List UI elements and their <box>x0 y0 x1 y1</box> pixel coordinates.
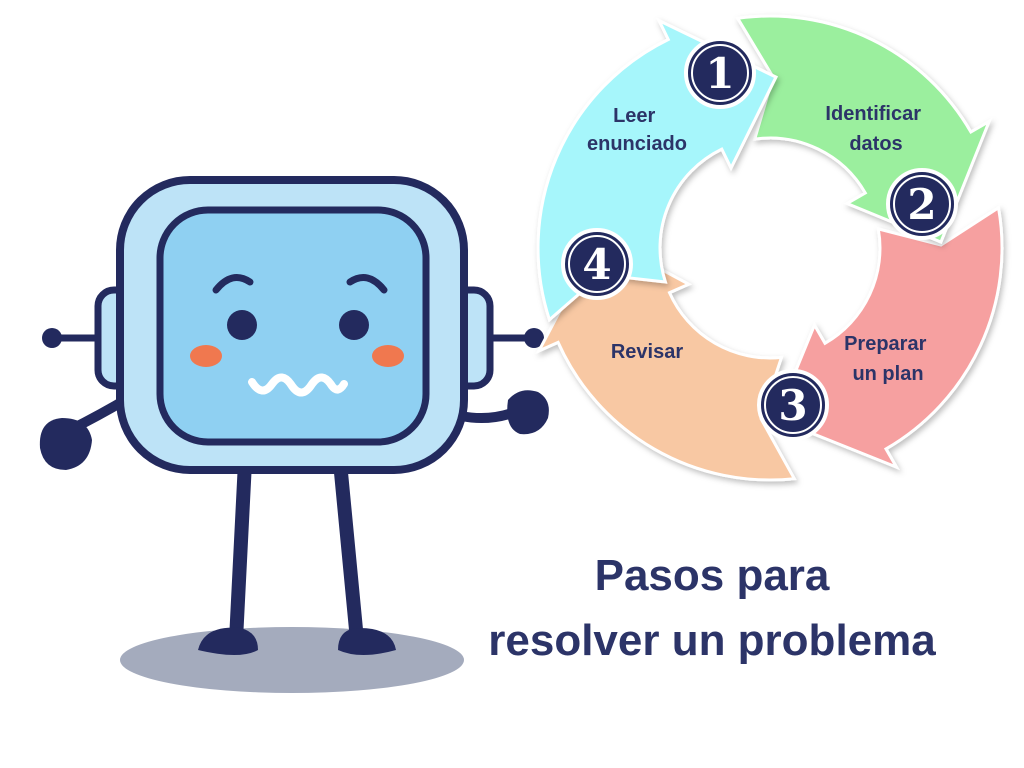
mascot-right-cheek <box>372 345 404 367</box>
step-4-label-line1: Revisar <box>611 341 683 363</box>
step-1-badge: 1 <box>684 37 756 109</box>
mascot-left-foot <box>198 627 258 655</box>
mascot-face-screen <box>156 206 430 446</box>
step-3-badge: 3 <box>757 369 829 441</box>
mascot-right-antenna-tip <box>524 328 544 348</box>
title-line-2: resolver un problema <box>488 616 936 665</box>
step-3-arrow <box>774 205 1004 471</box>
robot-mascot-icon <box>39 176 549 693</box>
step-4-badge: 4 <box>561 228 633 300</box>
step-3-label: Preparar un plan <box>844 333 932 385</box>
mascot-right-foot <box>338 628 396 655</box>
step-4-number: 4 <box>582 240 611 289</box>
title-line-1: Pasos para <box>595 551 830 600</box>
step-1-label: Leer enunciado <box>587 105 687 155</box>
step-3-number: 3 <box>778 381 807 430</box>
step-1-label-line1: Leer <box>613 105 655 127</box>
mascot-right-leg <box>333 455 364 647</box>
step-4-label: Revisar <box>611 341 683 363</box>
step-2-label-line2: datos <box>849 133 902 155</box>
step-3-label-line1: Preparar <box>844 333 926 355</box>
mascot-left-cheek <box>190 345 222 367</box>
step-3-label-line2: un plan <box>852 363 923 385</box>
step-2-number: 2 <box>907 180 936 229</box>
mascot-right-hand <box>507 390 549 435</box>
mascot-left-antenna-tip <box>42 328 62 348</box>
mascot-right-eyebrow <box>346 274 388 294</box>
mascot-left-hand <box>39 418 92 470</box>
mascot-left-eye <box>227 310 257 340</box>
step-1-number: 1 <box>705 49 734 98</box>
step-2-label: Identificar datos <box>825 103 926 155</box>
mascot-shadow <box>120 627 464 693</box>
mascot-left-eyebrow <box>212 274 254 294</box>
mascot-right-eye <box>339 310 369 340</box>
step-2-label-line1: Identificar <box>825 103 921 125</box>
mascot-mouth <box>248 373 348 397</box>
mascot-left-leg <box>229 455 252 647</box>
step-1-label-line2: enunciado <box>587 133 687 155</box>
step-2-badge: 2 <box>886 168 958 240</box>
